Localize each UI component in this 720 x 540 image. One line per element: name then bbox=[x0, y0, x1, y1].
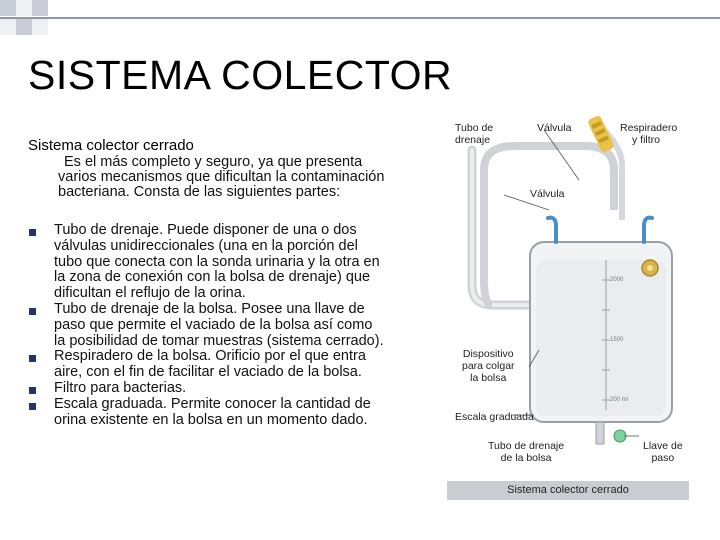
scale-mark: 200 ml bbox=[610, 397, 629, 403]
square-bullet-icon bbox=[29, 386, 36, 394]
header-rule bbox=[0, 17, 720, 19]
square-bullet-icon bbox=[29, 229, 36, 236]
square-bullet-icon bbox=[29, 355, 36, 363]
list-line: paso que permite el vaciado de la bolsa … bbox=[54, 316, 373, 333]
list-line: dificultan el reflujo de la orina. bbox=[54, 285, 246, 302]
label-valve-top: Válvula bbox=[537, 122, 572, 134]
list-line: la posibilidad de tomar muestras (sistem… bbox=[54, 332, 384, 349]
list-line: Escala graduada. Permite conocer la cant… bbox=[54, 395, 371, 412]
scale-mark: 1500 bbox=[610, 337, 624, 343]
diagram-caption: Sistema colector cerrado bbox=[507, 484, 629, 496]
list-item: Tubo de drenaje. Puede disponer de una o… bbox=[28, 222, 428, 302]
list-item: Filtro para bacterias. bbox=[28, 379, 428, 397]
intro-paragraph: Es el más completo y seguro, ya que pres… bbox=[58, 155, 428, 200]
list-line: Tubo de drenaje de la bolsa. Posee una l… bbox=[54, 300, 365, 317]
label-valve-mid: Válvula bbox=[530, 188, 565, 200]
list-line: tubo que conecta con la sonda urinaria y… bbox=[54, 253, 380, 270]
list-item: Tubo de drenaje de la bolsa. Posee una l… bbox=[28, 300, 428, 349]
intro-line: Es el más completo y seguro, ya que pres… bbox=[64, 154, 363, 170]
list-line: válvulas unidireccionales (una en la por… bbox=[54, 237, 358, 254]
caption-background bbox=[447, 481, 689, 500]
slide-title: SISTEMA COLECTOR bbox=[28, 52, 453, 98]
list-item: Escala graduada. Permite conocer la cant… bbox=[28, 395, 428, 429]
label-scale: Escala graduada bbox=[455, 411, 534, 423]
list-line: orina existente en la bolsa en un moment… bbox=[54, 411, 368, 428]
square-bullet-icon bbox=[29, 402, 36, 410]
intro-line: varios mecanismos que dificultan la cont… bbox=[58, 169, 385, 185]
filter-icon bbox=[588, 116, 614, 152]
list-line: aire, con el fin de facilitar el vaciado… bbox=[54, 364, 362, 381]
list-line: la zona de conexión con la bolsa de dren… bbox=[54, 269, 371, 286]
collector-diagram bbox=[467, 116, 673, 445]
intro-line: bacteriana. Consta de las siguientes par… bbox=[58, 184, 341, 200]
outlet-tube bbox=[595, 421, 605, 445]
scale-mark: 2000 bbox=[610, 277, 624, 283]
parts-list: Tubo de drenaje. Puede disponer de una o… bbox=[28, 222, 428, 429]
square-bullet-icon bbox=[29, 307, 36, 315]
list-line: Tubo de drenaje. Puede disponer de una o… bbox=[54, 222, 357, 238]
connection-tube bbox=[480, 142, 618, 309]
list-line: Filtro para bacterias. bbox=[54, 379, 187, 396]
hook-icon bbox=[546, 215, 654, 244]
slide-subtitle: Sistema colector cerrado bbox=[28, 137, 194, 154]
list-line: Respiradero de la bolsa. Orificio por el… bbox=[54, 348, 366, 365]
list-item: Respiradero de la bolsa. Orificio por el… bbox=[28, 349, 428, 381]
